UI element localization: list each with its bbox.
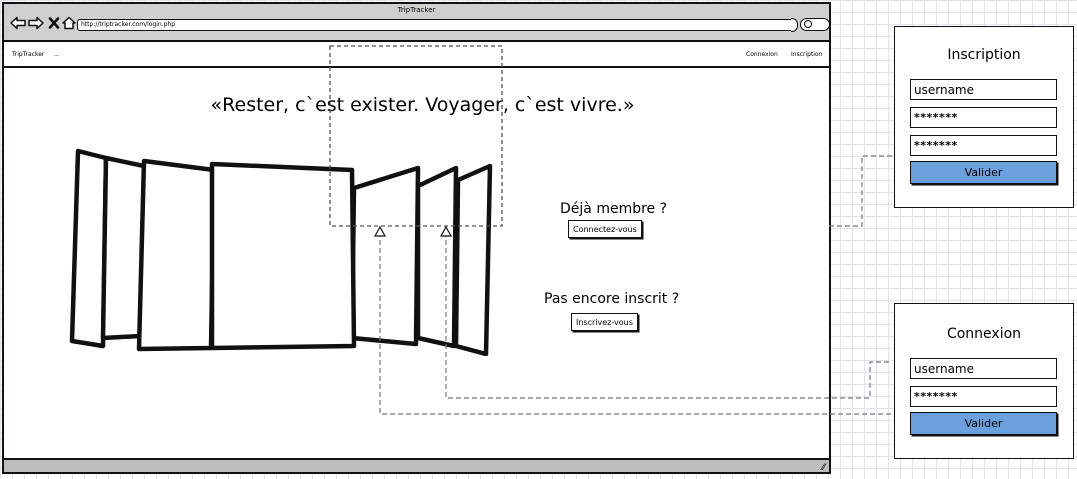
url-bar[interactable]: http://triptracker.com/login.php	[77, 19, 796, 31]
login-panel-title: Connexion	[946, 326, 1022, 342]
site-navbar: TripTracker ... Connexion Inscription	[4, 42, 829, 68]
browser-titlebar: TripTracker http://triptracker.com/login…	[4, 4, 830, 42]
back-arrow-icon[interactable]	[10, 16, 26, 30]
browser-statusbar: ⁄⁄	[4, 458, 829, 473]
signup-submit-button[interactable]: Valider	[910, 161, 1057, 184]
member-prompt: Déjà membre ?	[560, 201, 668, 217]
nav-link-connexion[interactable]: Connexion	[746, 51, 778, 58]
nav-more[interactable]: ...	[54, 51, 60, 58]
signup-prompt: Pas encore inscrit ?	[544, 291, 680, 307]
browser-window: TripTracker http://triptracker.com/login…	[2, 2, 831, 474]
resize-grip-icon[interactable]: ⁄⁄	[821, 463, 825, 473]
signup-panel-title: Inscription	[947, 47, 1021, 63]
login-button[interactable]: Connectez-vous	[568, 220, 642, 238]
signup-password-confirm-field[interactable]	[910, 135, 1057, 156]
carousel-slide-center	[209, 161, 357, 351]
search-icon	[804, 20, 812, 28]
carousel-slide-right-1	[349, 165, 421, 347]
site-brand[interactable]: TripTracker	[12, 51, 45, 58]
window-title: TripTracker	[397, 6, 436, 14]
login-submit-button[interactable]: Valider	[910, 412, 1057, 435]
browser-search-box[interactable]	[800, 18, 830, 31]
carousel-slide-left-3	[69, 148, 109, 349]
connector-signup-to-panel	[829, 155, 892, 227]
close-x-icon[interactable]	[48, 16, 60, 30]
signup-password-field[interactable]	[910, 107, 1057, 128]
home-icon[interactable]	[62, 16, 76, 30]
url-bar-cap	[791, 18, 798, 32]
signup-button[interactable]: Inscrivez-vous	[571, 313, 638, 331]
nav-link-inscription[interactable]: Inscription	[791, 51, 823, 58]
carousel-slide-right-3	[453, 163, 493, 356]
carousel-slide-left-1	[136, 158, 217, 352]
signup-panel: Inscription Valider	[894, 26, 1074, 208]
login-password-field[interactable]	[910, 386, 1057, 407]
travel-quote: «Rester, c`est exister. Voyager, c`est v…	[210, 94, 635, 116]
image-carousel[interactable]	[66, 146, 506, 356]
signup-username-field[interactable]	[910, 79, 1057, 100]
login-panel: Connexion Valider	[894, 303, 1074, 459]
login-username-field[interactable]	[910, 358, 1057, 379]
forward-arrow-icon[interactable]	[28, 16, 44, 30]
carousel-slide-right-2	[415, 165, 459, 349]
